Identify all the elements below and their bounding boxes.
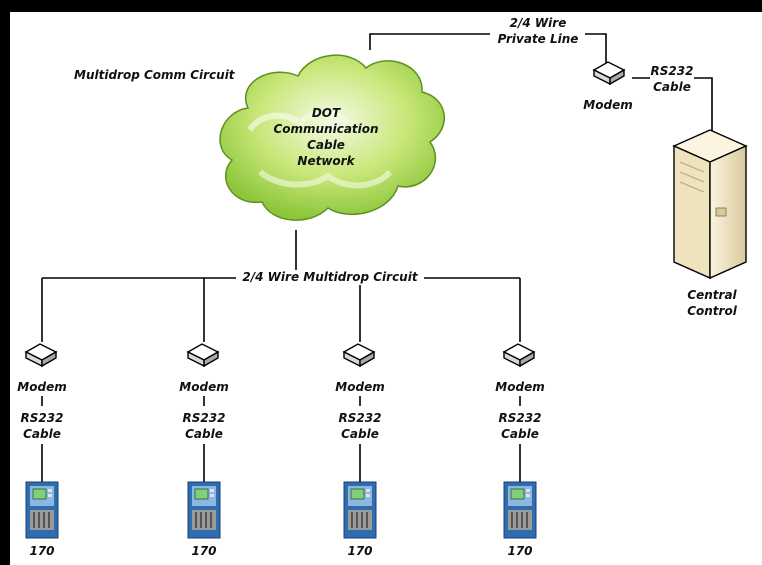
- drop-3-modem-label: Modem: [335, 380, 385, 394]
- central-cable-label-line-1: RS232: [650, 64, 694, 78]
- cloud-label-line-1: DOT: [311, 106, 341, 120]
- cloud-label-line-2: Communication: [273, 122, 379, 136]
- drop-2-cable-label-line-2: Cable: [185, 427, 223, 441]
- drop-4-cable-label-line-1: RS232: [498, 411, 542, 425]
- drop-2-controller-icon: [187, 481, 221, 539]
- drop-2-modem-icon: [187, 343, 219, 367]
- connection-lines: [41, 33, 713, 482]
- drop-4-modem-icon: [503, 343, 535, 367]
- network-cloud: [219, 54, 445, 221]
- central-control-label-line-2: Control: [687, 304, 737, 318]
- central-modem-label: Modem: [583, 98, 633, 112]
- drop-1-modem-icon: [25, 343, 57, 367]
- diagram-title: Multidrop Comm Circuit: [74, 68, 235, 82]
- central-cable-label-line-2: Cable: [653, 80, 691, 94]
- cloud-label-line-4: Network: [297, 154, 355, 168]
- central-control-cabinet-icon: [672, 129, 748, 280]
- drop-3-controller-label: 170: [347, 544, 373, 558]
- drop-1-modem-label: Modem: [17, 380, 67, 394]
- drop-3-modem-icon: [343, 343, 375, 367]
- private-line-label-line-2: Private Line: [497, 32, 579, 46]
- central-modem-icon: [593, 61, 625, 85]
- drop-2-cable-label-line-1: RS232: [182, 411, 226, 425]
- cloud-label-line-3: Cable: [307, 138, 345, 152]
- diagram-canvas: Multidrop Comm Circuit DOT Communication…: [10, 12, 762, 565]
- drop-4-controller-icon: [503, 481, 537, 539]
- drop-1-controller-label: 170: [29, 544, 55, 558]
- drop-2-modem-label: Modem: [179, 380, 229, 394]
- drop-1-controller-icon: [25, 481, 59, 539]
- drop-3-cable-label-line-1: RS232: [338, 411, 382, 425]
- drop-4-controller-label: 170: [507, 544, 533, 558]
- drop-1-cable-label-line-2: Cable: [23, 427, 61, 441]
- private-line-label-line-1: 2/4 Wire: [509, 16, 567, 30]
- central-control-label-line-1: Central: [687, 288, 737, 302]
- drop-3-controller-icon: [343, 481, 377, 539]
- drop-2-controller-label: 170: [191, 544, 217, 558]
- drop-4-cable-label-line-2: Cable: [501, 427, 539, 441]
- drop-3-cable-label-line-2: Cable: [341, 427, 379, 441]
- diagram-drawing: [25, 33, 748, 539]
- drop-4-modem-label: Modem: [495, 380, 545, 394]
- multidrop-circuit-label: 2/4 Wire Multidrop Circuit: [240, 270, 420, 285]
- drop-1-cable-label-line-1: RS232: [20, 411, 64, 425]
